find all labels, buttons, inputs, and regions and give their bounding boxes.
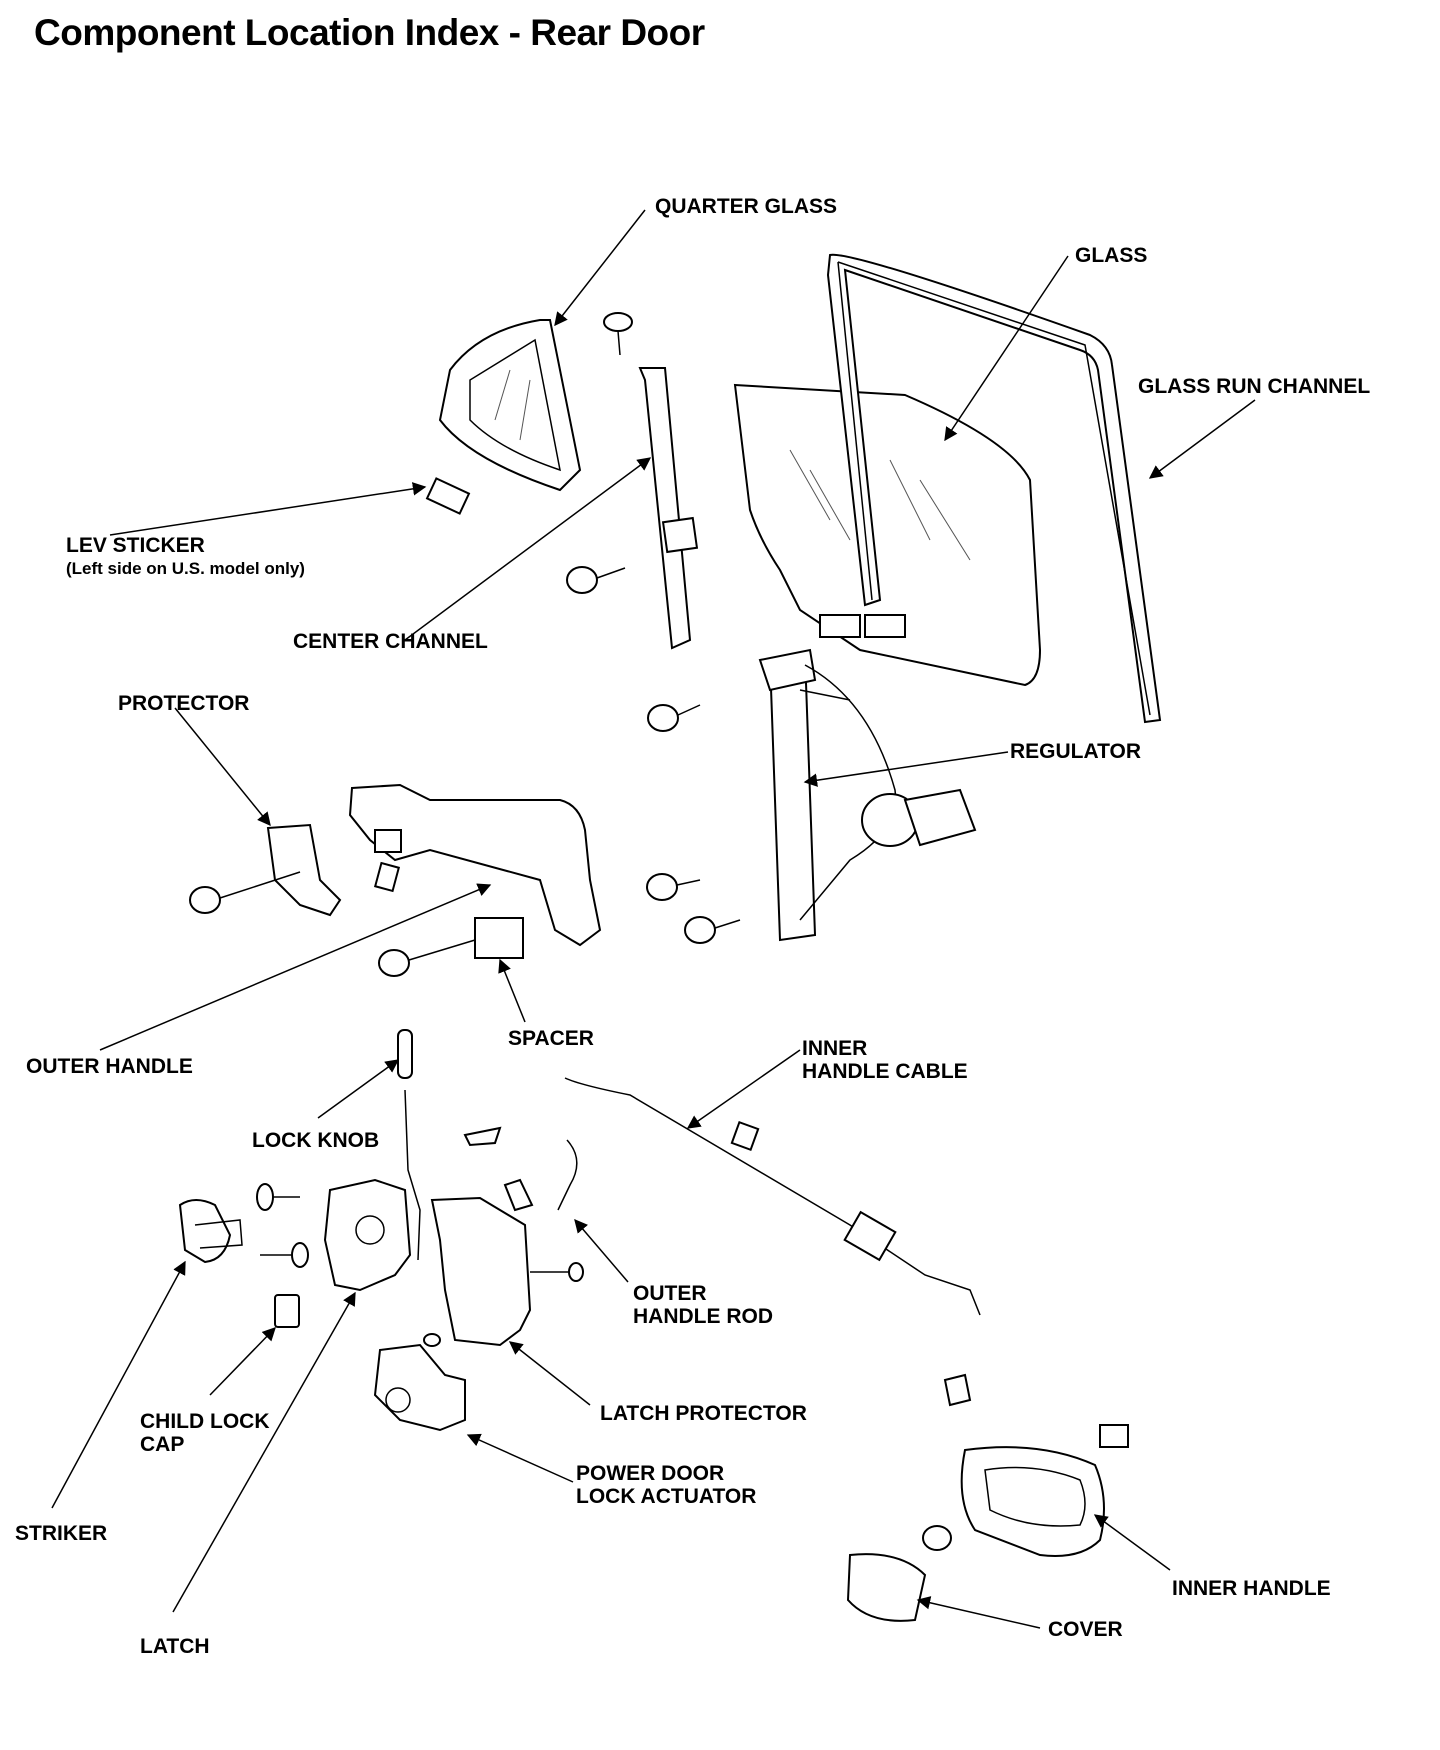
child-lock-cap-part (274, 1294, 300, 1328)
leader-child-lock-cap (209, 1327, 276, 1396)
leader-power-door-lock-actuator (466, 1433, 574, 1483)
glass-part (733, 383, 1042, 687)
label-striker: STRIKER (15, 1522, 107, 1545)
label-power-door-lock-actuator-2: LOCK ACTUATOR (576, 1485, 756, 1508)
leader-outer-handle (99, 883, 492, 1051)
clip-1 (463, 1126, 502, 1147)
bolt-protector (189, 871, 301, 914)
leader-regulator (803, 751, 1009, 787)
label-latch-protector: LATCH PROTECTOR (600, 1402, 807, 1425)
latch-part (323, 1178, 412, 1292)
outer-handle-rod-part (557, 1139, 578, 1211)
leader-latch (172, 1291, 356, 1613)
leader-striker (51, 1260, 186, 1509)
leader-center-channel (404, 457, 652, 641)
label-outer-handle-rod-2: HANDLE ROD (633, 1305, 773, 1328)
lev-sticker-part (425, 477, 471, 515)
bolt-striker-1 (256, 1183, 300, 1211)
inner-handle-cable-part (564, 1077, 981, 1316)
lock-knob-part (397, 1029, 421, 1261)
leader-quarter-glass (554, 209, 646, 327)
label-spacer: SPACER (508, 1027, 594, 1050)
label-regulator: REGULATOR (1010, 740, 1141, 763)
label-glass-run-channel: GLASS RUN CHANNEL (1138, 375, 1370, 398)
glass-run-channel-part (826, 253, 1162, 724)
regulator-part (646, 614, 977, 944)
label-power-door-lock-actuator-1: POWER DOOR (576, 1462, 724, 1485)
inner-handle-part (922, 1373, 1129, 1557)
label-inner-handle-cable-2: HANDLE CABLE (802, 1060, 968, 1083)
leader-outer-handle-rod (574, 1218, 629, 1283)
label-outer-handle-rod-1: OUTER (633, 1282, 707, 1305)
cover-part (846, 1553, 927, 1622)
bolt-center-channel (566, 566, 626, 594)
leader-cover (916, 1596, 1041, 1629)
label-child-lock-cap-2: CAP (140, 1433, 184, 1456)
label-child-lock-cap-1: CHILD LOCK (140, 1410, 270, 1433)
leader-lev-sticker (109, 482, 427, 536)
label-lock-knob: LOCK KNOB (252, 1129, 379, 1152)
label-protector: PROTECTOR (118, 692, 249, 715)
leader-spacer (498, 958, 526, 1023)
label-lev-sticker-note: (Left side on U.S. model only) (66, 559, 305, 578)
label-glass: GLASS (1075, 244, 1147, 267)
label-cover: COVER (1048, 1618, 1123, 1641)
leader-lock-knob (317, 1059, 400, 1119)
label-inner-handle-cable-1: INNER (802, 1037, 867, 1060)
leader-protector (174, 707, 271, 827)
bolt-regulator-3 (684, 916, 741, 944)
bolt-latch-protector (530, 1262, 584, 1282)
page-title: Component Location Index - Rear Door (34, 12, 705, 53)
quarter-glass-part (438, 319, 582, 492)
center-channel-part (566, 312, 699, 650)
bolt-spacer (378, 939, 476, 977)
label-inner-handle: INNER HANDLE (1172, 1577, 1331, 1600)
bolt-regulator-1 (647, 704, 701, 732)
leader-inner-handle-cable (686, 1049, 801, 1129)
label-outer-handle: OUTER HANDLE (26, 1055, 193, 1078)
leader-inner-handle (1093, 1514, 1171, 1571)
label-latch: LATCH (140, 1635, 210, 1658)
outer-handle-part (348, 783, 602, 977)
leader-glass (944, 255, 1069, 442)
clip-2 (503, 1178, 534, 1212)
protector-part (189, 823, 342, 917)
striker-part (178, 1183, 309, 1268)
bolt-regulator-2 (646, 873, 701, 901)
spacer-part (474, 917, 524, 959)
latch-protector-part (430, 1196, 584, 1347)
bolt-striker-2 (260, 1242, 309, 1268)
power-door-lock-actuator-part (373, 1333, 466, 1432)
label-center-channel: CENTER CHANNEL (293, 630, 488, 653)
leader-glass-run-channel (1148, 399, 1256, 479)
label-lev-sticker: LEV STICKER (66, 534, 205, 557)
label-quarter-glass: QUARTER GLASS (655, 195, 837, 218)
leader-latch-protector (508, 1341, 591, 1406)
